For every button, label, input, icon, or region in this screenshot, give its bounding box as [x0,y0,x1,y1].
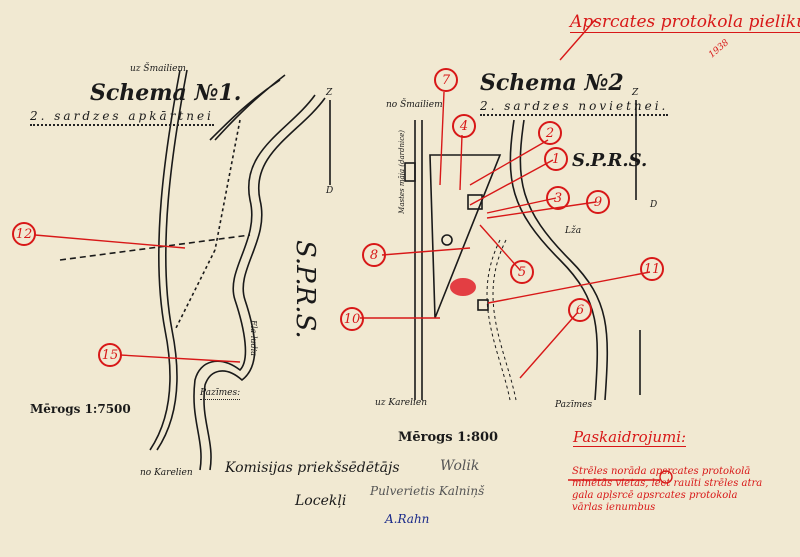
marker-12: 12 [12,222,36,246]
river-2 [509,119,609,401]
scheme1-to-south: no Karelien [140,468,193,478]
scheme2-subtitle: 2. sardzes novietnei. [480,99,669,116]
scheme2-to-north: no Šmailiem [386,100,443,110]
chairman-signature: Wolik [440,458,480,474]
scheme1-subtitle: 2. sardzes apkārtnei [30,109,214,126]
scheme1-legend-label: Pazīmes: [200,388,241,400]
legend-title: Paskaidrojumi: [573,428,687,447]
scheme1-south: D [326,186,334,196]
scheme2-to-south: uz Karelien [375,398,427,408]
marker-4: 4 [452,114,476,138]
member1-signature: Pulverietis Kalniņš [370,484,485,498]
scheme1-north: Z [326,88,333,98]
red-stain [450,278,476,296]
scheme1-stream: Ela-ludia [249,320,258,357]
marker-5: 5 [510,260,534,284]
guard-post-area [429,154,502,319]
scheme2-title: Schema №2 [480,70,624,96]
annex-title: Apsrcates protokola pielikums [570,12,800,33]
marker-8: 8 [362,243,386,267]
marker-2: 2 [538,121,562,145]
marker-6: 6 [568,298,592,322]
scheme2-country: S.P.R.S. [572,150,648,171]
scheme1-country: S.P.R.S. [290,240,320,339]
legend-text: Strēles norāda apsrcates protokolā minēt… [572,466,763,513]
scheme2-scale: Mērogs 1:800 [398,430,499,445]
north-arrow [329,100,637,200]
marker-7: 7 [434,68,458,92]
marker-1: 1 [544,147,568,171]
scheme2-river: Lža [565,226,582,236]
marker-9: 9 [586,190,610,214]
scheme1-to-north: uz Šmailiem [130,64,186,74]
scheme2-south: D [650,200,658,210]
scheme1-title: Schema №1. [90,80,242,106]
scheme2-house-label: Mastes māja (dardnice) [398,130,406,214]
members-label: Locekļi [295,493,347,509]
scheme2-north: Z [632,88,639,98]
scheme2-legend-label: Pazīmes [555,400,593,410]
road-1 [149,69,181,451]
marker-11: 11 [640,257,664,281]
marker-10: 10 [340,307,364,331]
marker-3: 3 [546,186,570,210]
river-1 [193,94,316,471]
marker-lines [34,19,673,484]
chairman-label: Komisijas priekšsēdētājs [225,460,400,476]
member2-signature: A.Rahn [385,512,430,526]
marker-15: 15 [98,343,122,367]
scheme1-scale: Mērogs 1:7500 [30,402,131,416]
